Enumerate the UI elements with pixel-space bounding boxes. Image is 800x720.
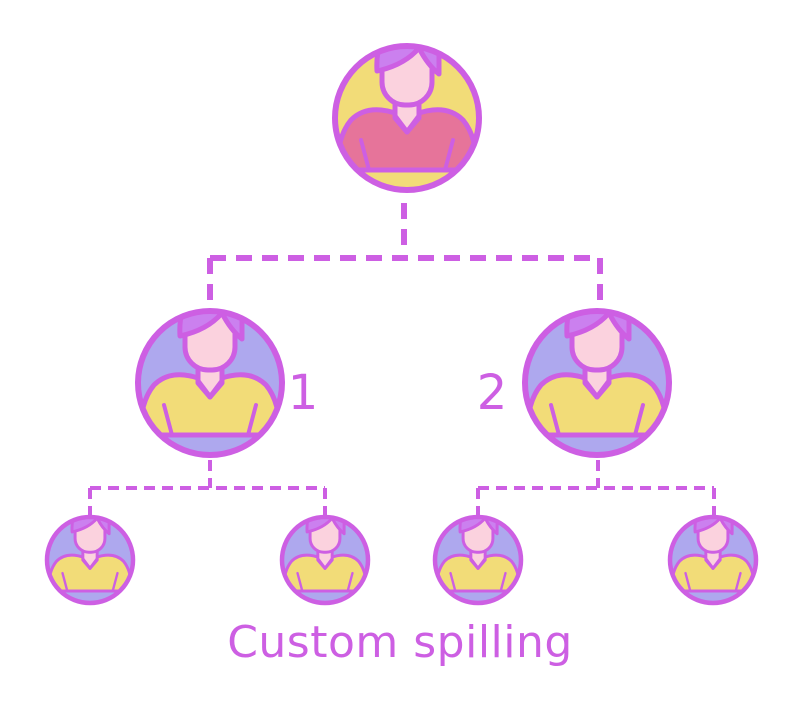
user-avatar-icon [527,313,667,438]
root-person-node [332,43,482,193]
connector-left [88,460,327,515]
branch-label-right: 2 [477,365,508,421]
diagram-caption: Custom spilling [227,617,573,668]
grandchild-person-node-1 [44,514,136,606]
connector-top [207,203,603,305]
child-person-node-2 [522,308,672,458]
connector-lines [88,203,716,515]
user-avatar-icon [284,519,366,593]
user-avatar-icon [49,519,131,593]
person-nodes [44,43,759,606]
grandchild-person-node-3 [432,514,524,606]
user-avatar-icon [437,519,519,593]
grandchild-person-node-4 [667,514,759,606]
child-person-node-1 [135,308,285,458]
grandchild-person-node-2 [279,514,371,606]
user-avatar-icon [672,519,754,593]
user-avatar-icon [337,48,477,173]
connector-right [476,460,716,515]
branch-label-left: 1 [288,365,319,421]
